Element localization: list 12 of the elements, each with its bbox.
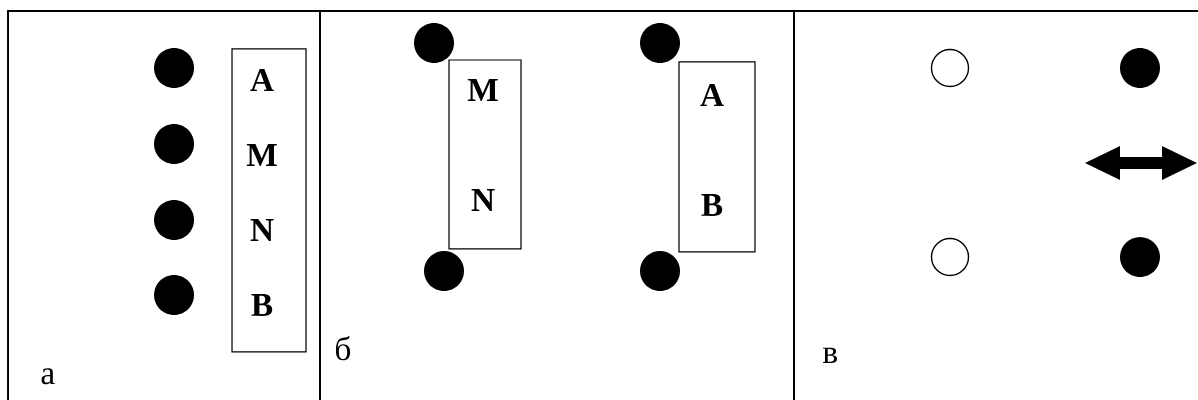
- panel-frame: в: [793, 10, 1198, 400]
- letter-label: B: [701, 194, 723, 216]
- electrode-strip: [678, 61, 756, 253]
- letter-label: M: [467, 79, 498, 101]
- letter-label: A: [250, 69, 274, 91]
- electrode-strip: [448, 59, 522, 250]
- letter-label: N: [250, 219, 274, 241]
- electrode-strip: [231, 48, 307, 353]
- letter-label: B: [251, 294, 273, 316]
- letter-label: M: [246, 144, 277, 166]
- letter-label: N: [471, 189, 495, 211]
- letter-label: A: [700, 84, 724, 106]
